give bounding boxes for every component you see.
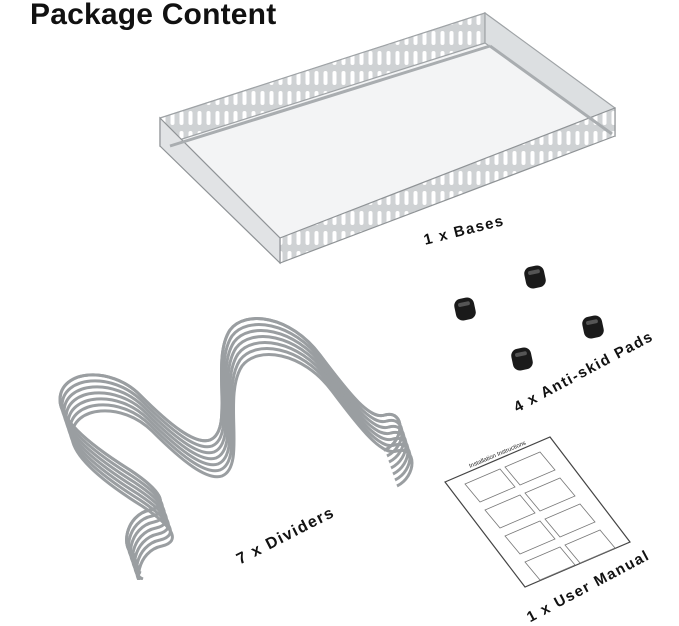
anti-skid-pad-icon	[454, 265, 604, 371]
divider-icon	[58, 317, 414, 580]
user-manual-icon: Installation Instructions	[444, 436, 631, 588]
page-title: Package Content	[30, 0, 277, 31]
base-frame-icon	[159, 11, 617, 265]
